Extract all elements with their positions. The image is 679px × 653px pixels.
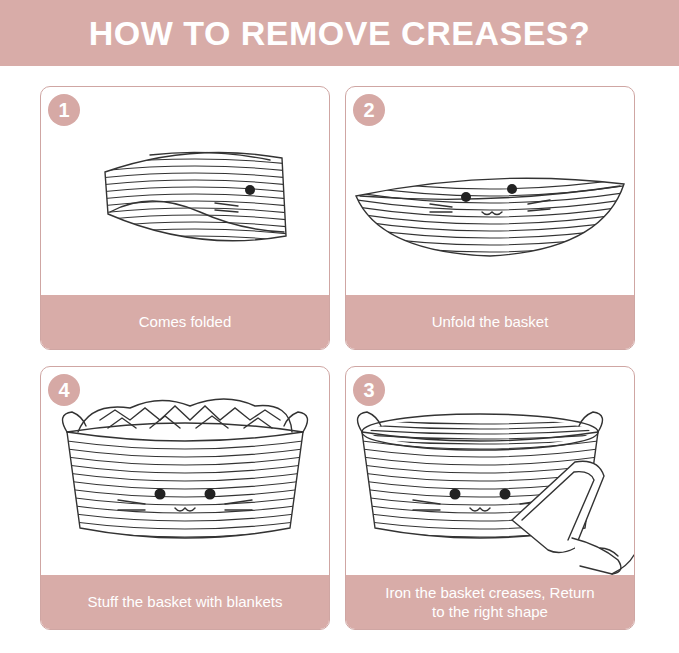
- caption-band: Comes folded: [41, 295, 329, 349]
- step-number: 1: [48, 94, 80, 126]
- step-caption: Unfold the basket: [432, 312, 549, 332]
- step-panel: 3Iron the basket creases, Return to the …: [345, 366, 635, 630]
- caption-band: Unfold the basket: [346, 295, 634, 349]
- step-number: 4: [48, 374, 80, 406]
- step-caption: Iron the basket creases, Return to the r…: [383, 583, 598, 622]
- step-panel: 4Stuff the basket with blankets: [40, 366, 330, 630]
- step-number: 2: [353, 94, 385, 126]
- title-text: HOW TO REMOVE CREASES?: [0, 0, 679, 66]
- step-number: 3: [353, 374, 385, 406]
- step-caption: Comes folded: [139, 312, 232, 332]
- step-panel: 1Comes folded: [40, 86, 330, 350]
- caption-band: Iron the basket creases, Return to the r…: [346, 575, 634, 629]
- step-panel: 2Unfold the basket: [345, 86, 635, 350]
- caption-band: Stuff the basket with blankets: [41, 575, 329, 629]
- step-caption: Stuff the basket with blankets: [88, 592, 283, 612]
